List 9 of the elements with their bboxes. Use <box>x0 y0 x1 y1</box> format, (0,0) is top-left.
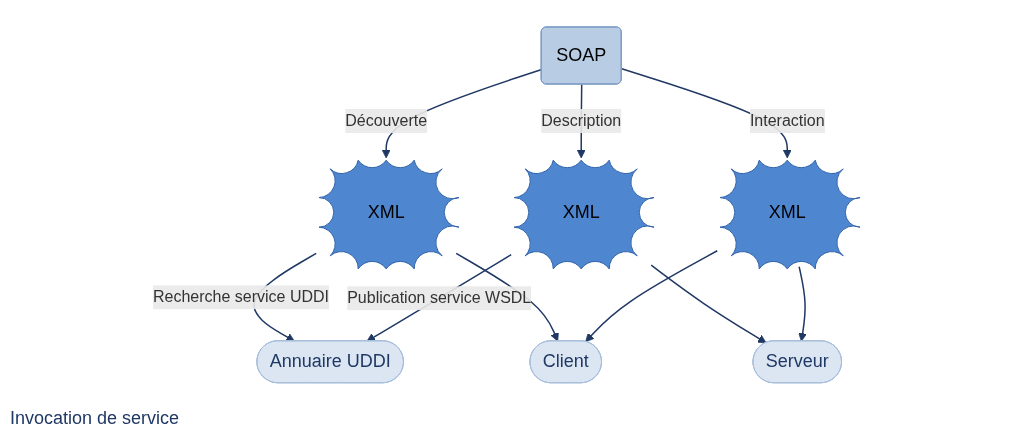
edge-label: Interaction <box>749 112 825 130</box>
arrow <box>585 250 718 343</box>
note-text: Invocation de service <box>10 408 180 429</box>
arrow <box>798 266 807 342</box>
edge-label: Publication service WSDL <box>347 289 532 307</box>
edge-label: Description <box>541 112 622 130</box>
edge-label: Découverte <box>345 112 428 130</box>
arrow <box>650 264 767 344</box>
edge-label: Recherche service UDDI <box>152 288 330 306</box>
